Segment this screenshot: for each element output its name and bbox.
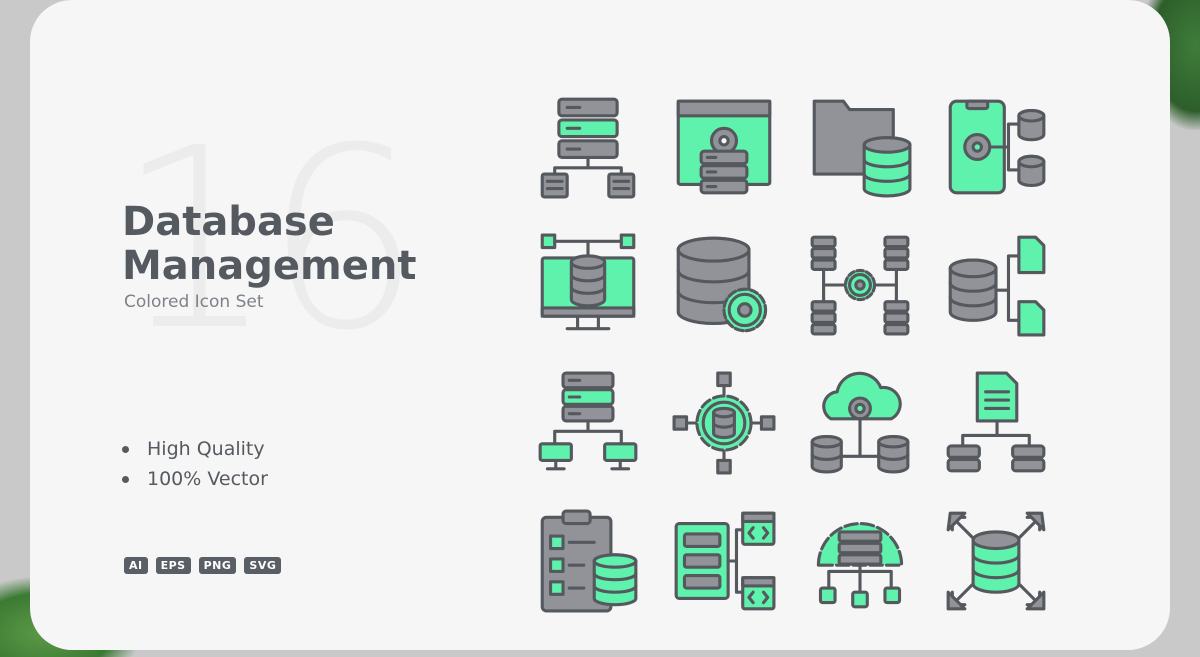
- icon-cell: [656, 233, 792, 371]
- cloud-database-icon: [810, 371, 910, 474]
- icon-cell: [792, 371, 928, 509]
- icon-cell: [792, 95, 928, 233]
- icon-cell: [792, 233, 928, 371]
- icon-cell: [656, 509, 792, 647]
- preview-card: 16 Database Management Colored Icon Set …: [30, 0, 1170, 650]
- bullet-icon: [122, 475, 129, 483]
- icon-cell: [656, 95, 792, 233]
- web-database-settings-icon: [676, 99, 772, 195]
- title-line-2: Management: [122, 243, 417, 289]
- icon-cell: [520, 95, 656, 233]
- product-subtitle: Colored Icon Set: [124, 292, 264, 312]
- format-badge-png: PNG: [198, 557, 237, 574]
- feature-list: High Quality 100% Vector: [122, 434, 268, 494]
- document-database-icon: [946, 371, 1046, 473]
- icon-cell: [928, 233, 1064, 371]
- checklist-database-icon: [540, 509, 638, 613]
- database-files-icon: [948, 235, 1046, 337]
- format-badges: AI EPS PNG SVG: [124, 557, 282, 574]
- server-network-icon: [540, 97, 636, 199]
- icon-cell: [520, 371, 656, 509]
- server-code-icon: [674, 511, 776, 611]
- server-hierarchy-icon: [538, 371, 638, 471]
- icon-cell: [928, 371, 1064, 509]
- format-badge-svg: SVG: [244, 557, 282, 574]
- icon-cell: [520, 509, 656, 647]
- icon-grid: [520, 95, 1064, 647]
- feature-item: High Quality: [122, 434, 268, 464]
- bullet-icon: [122, 445, 129, 453]
- format-badge-eps: EPS: [155, 557, 191, 574]
- folder-database-icon: [812, 99, 912, 198]
- database-expand-icon: [946, 511, 1046, 611]
- icon-cell: [928, 509, 1064, 647]
- feature-item: 100% Vector: [122, 464, 268, 494]
- icon-cell: [928, 95, 1064, 233]
- background-number: 16: [116, 94, 422, 385]
- title-line-1: Database: [122, 199, 335, 245]
- icon-cell: [656, 371, 792, 509]
- feature-label: 100% Vector: [147, 468, 268, 490]
- server-gear-network-icon: [810, 235, 910, 336]
- format-badge-ai: AI: [124, 557, 148, 574]
- gear-database-network-icon: [672, 371, 776, 475]
- product-title: Database Management: [122, 200, 416, 288]
- icon-cell: [520, 233, 656, 371]
- database-settings-icon: [676, 236, 768, 333]
- icon-cell: [792, 509, 928, 647]
- gear-server-network-icon: [816, 522, 904, 609]
- feature-label: High Quality: [147, 438, 265, 460]
- monitor-database-icon: [540, 233, 636, 331]
- mobile-database-icon: [948, 99, 1046, 195]
